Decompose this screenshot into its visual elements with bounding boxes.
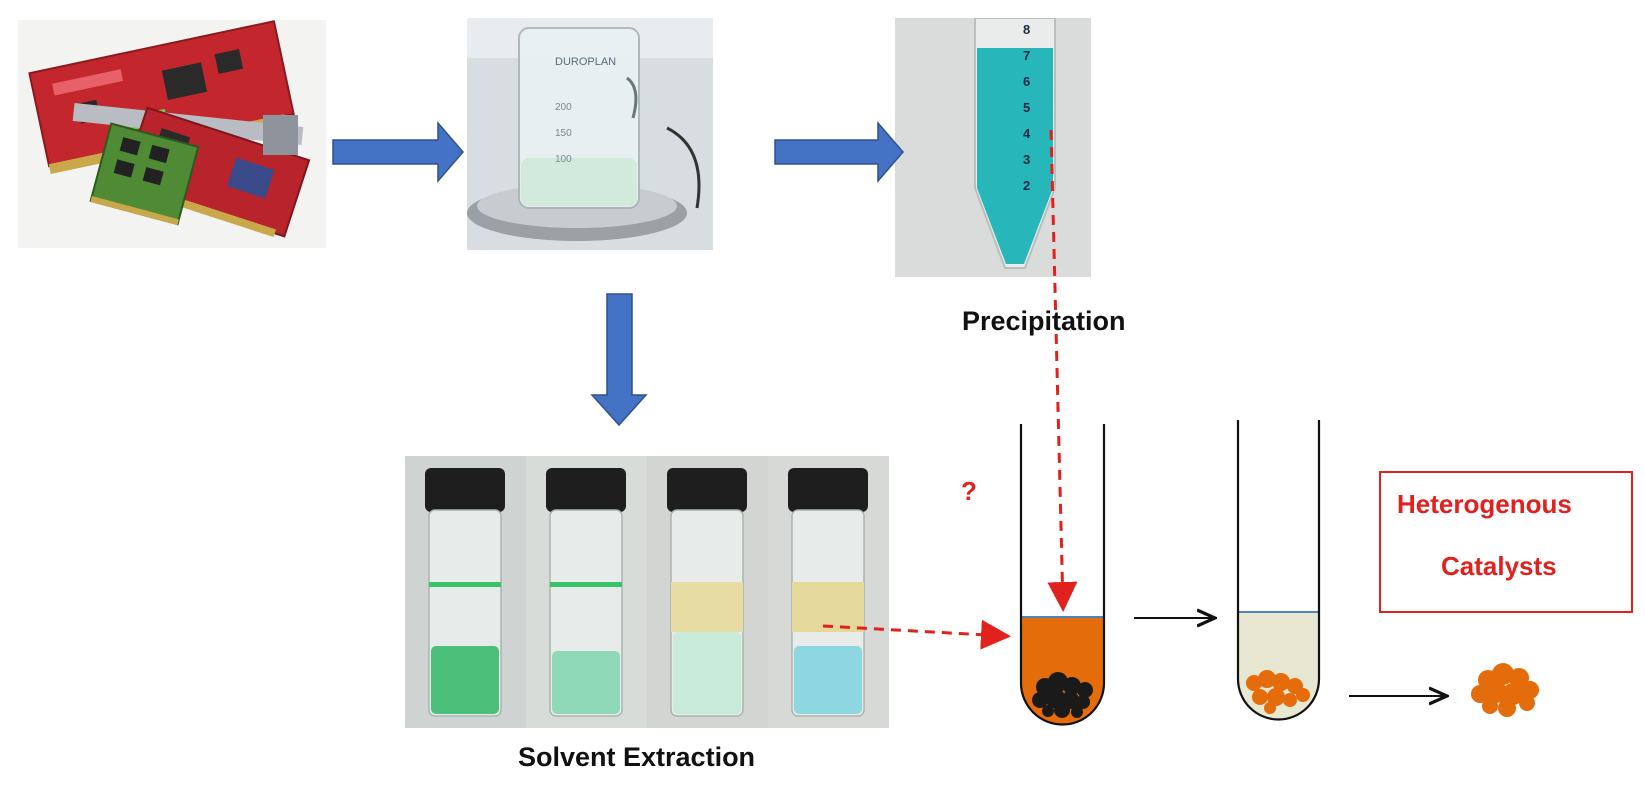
test-tube-pale <box>1236 420 1321 721</box>
vials-illustration <box>405 456 889 728</box>
heterogenous-catalysts-box: Heterogenous Catalysts <box>1379 471 1633 613</box>
tube-mark: 2 <box>1023 178 1031 193</box>
vial-1 <box>425 468 505 717</box>
photo-solvent-vials <box>405 456 889 728</box>
question-mark: ? <box>961 476 977 506</box>
photo-beaker-hotplate: DUROPLAN 200 150 100 <box>467 18 713 250</box>
beaker-mark: 200 <box>555 102 572 113</box>
catalyst-particles <box>1471 663 1539 717</box>
tube-mark: 6 <box>1023 74 1031 89</box>
tube-mark: 3 <box>1023 152 1031 167</box>
test-tube-orange <box>1019 424 1106 726</box>
dashed-arrow-extraction <box>822 619 1011 650</box>
block-arrow-right-1 <box>332 120 464 184</box>
catalysts-line-2: Catalysts <box>1441 551 1557 581</box>
tube-mark: 8 <box>1023 22 1031 37</box>
precipitation-label: Precipitation <box>962 306 1126 336</box>
centrifuge-tube-illustration <box>895 18 1091 277</box>
catalysts-line-1: Heterogenous <box>1397 489 1572 519</box>
circuit-boards-illustration <box>28 20 311 238</box>
tube-mark: 5 <box>1023 100 1031 115</box>
tube-mark: 7 <box>1023 48 1031 63</box>
solvent-extraction-label: Solvent Extraction <box>518 742 756 772</box>
photo-circuit-boards <box>18 20 326 248</box>
tube-mark: 4 <box>1023 126 1031 141</box>
block-arrow-down <box>590 293 648 427</box>
beaker-brand-text: DUROPLAN <box>555 56 617 68</box>
beaker-mark: 150 <box>555 128 572 139</box>
beaker-mark: 100 <box>555 154 572 165</box>
beaker-illustration <box>467 18 713 250</box>
vial-4 <box>788 468 868 717</box>
dashed-arrow-precipitation <box>1047 129 1078 612</box>
vial-2 <box>546 468 626 717</box>
vial-3 <box>667 468 747 717</box>
block-arrow-right-2 <box>774 120 904 184</box>
photo-centrifuge-tube: 8 7 6 5 4 3 2 <box>895 18 1091 277</box>
